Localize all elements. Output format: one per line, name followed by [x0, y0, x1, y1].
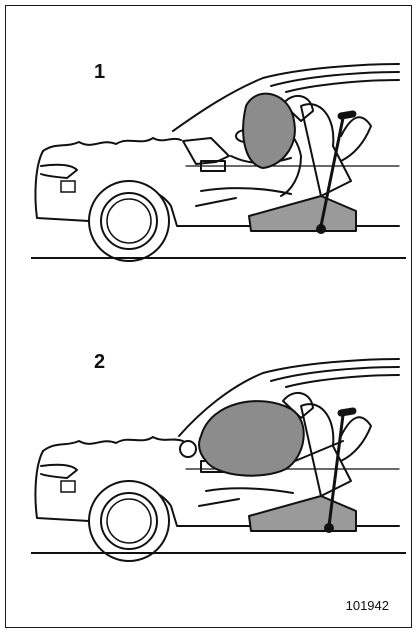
figure-code: 101942 [346, 598, 389, 613]
car-interior-airbag-deployed-passenger-icon [1, 341, 419, 571]
figure-frame: 1 [5, 5, 412, 628]
car-interior-airbag-deployed-driver-icon [1, 46, 419, 276]
